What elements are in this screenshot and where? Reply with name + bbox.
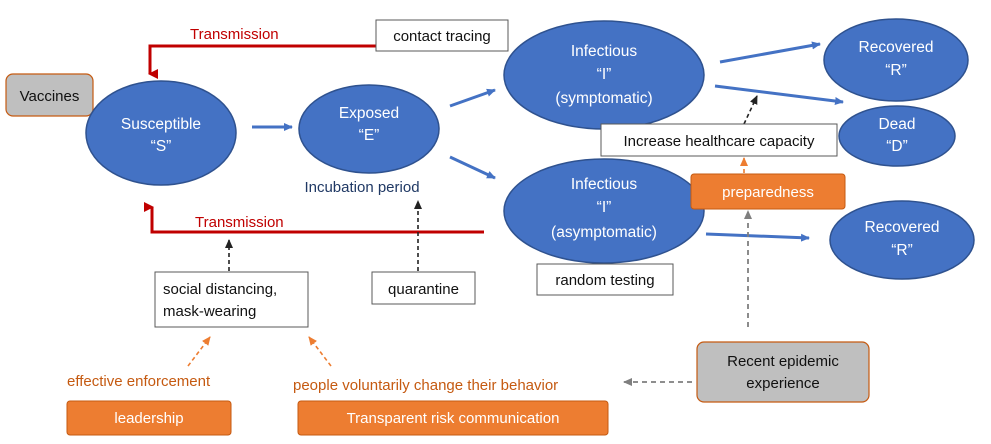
arrow-enforcement-to-distancing [187,336,211,367]
effective-enforcement-label: effective enforcement [67,373,211,390]
flow-arrows [252,41,844,242]
exposed-symbol: “E” [359,127,380,144]
dashed-gray-arrows [623,210,752,386]
arrow-e-to-i-asymptomatic [449,155,496,180]
leadership-box: leadership [66,400,232,436]
infectious-asymptomatic-title: Infectious [571,176,638,193]
recent-epidemic-line2: experience [746,375,819,392]
vaccines-box: Vaccines [5,73,94,117]
recovered-bottom-title: Recovered [865,219,940,236]
dashed-black-arrows [225,95,758,271]
susceptible-node: Susceptible “S” [85,80,237,186]
infectious-symptomatic-qualifier: (symptomatic) [555,90,652,107]
susceptible-title: Susceptible [121,116,201,133]
dead-node: Dead “D” [838,105,956,167]
infectious-asymptomatic-symbol: “I” [597,199,612,216]
preparedness-box: preparedness [690,173,846,210]
recovered-bottom-node: Recovered “R” [829,200,975,280]
arrow-behavior-to-distancing [308,336,332,367]
transparent-risk-box: Transparent risk communication [297,400,609,436]
arrow-i-to-recovered-top [719,41,821,64]
arrow-e-to-i-symptomatic [449,88,496,108]
recent-epidemic-box: Recent epidemic experience [696,341,870,403]
arrow-i-asym-to-recovered [705,232,810,242]
contact-tracing-box: contact tracing [375,19,509,52]
random-testing-label: random testing [555,272,654,289]
exposed-node: Exposed “E” [298,84,440,174]
transparent-risk-label: Transparent risk communication [347,410,560,427]
infectious-asymptomatic-qualifier: (asymptomatic) [551,224,657,241]
recent-epidemic-line1: Recent epidemic [727,353,839,370]
infectious-asymptomatic-node: Infectious “I” (asymptomatic) [503,158,705,264]
increase-healthcare-label: Increase healthcare capacity [624,133,815,150]
susceptible-symbol: “S” [151,138,172,155]
arrow-i-to-dead [714,84,844,105]
recovered-top-node: Recovered “R” [823,18,969,102]
dashed-orange-arrows [187,157,748,367]
increase-healthcare-box: Increase healthcare capacity [600,123,838,157]
preparedness-label: preparedness [722,184,814,201]
transmission-bottom-connector [144,202,484,234]
leadership-label: leadership [114,410,183,427]
arrow-healthcare-to-dead [743,95,758,125]
incubation-period-label: Incubation period [304,179,419,196]
infectious-symptomatic-symbol: “I” [597,66,612,83]
exposed-title: Exposed [339,105,399,122]
transmission-bottom-label: Transmission [195,214,284,231]
recovered-top-title: Recovered [859,39,934,56]
dead-title: Dead [878,116,915,133]
social-distancing-box: social distancing, mask-wearing [154,271,309,328]
quarantine-box: quarantine [371,271,476,305]
contact-tracing-label: contact tracing [393,28,491,45]
social-distancing-line1: social distancing, [163,281,277,298]
recovered-bottom-symbol: “R” [891,242,913,259]
recovered-top-symbol: “R” [885,62,907,79]
people-change-behavior-label: people voluntarily change their behavior [293,377,558,394]
social-distancing-line2: mask-wearing [163,303,256,320]
random-testing-box: random testing [536,263,674,296]
transmission-top-label: Transmission [190,26,279,43]
vaccines-label: Vaccines [20,88,80,105]
quarantine-label: quarantine [388,281,459,298]
infectious-symptomatic-node: Infectious “I” (symptomatic) [503,20,705,130]
dead-symbol: “D” [886,138,908,155]
infectious-symptomatic-title: Infectious [571,43,638,60]
